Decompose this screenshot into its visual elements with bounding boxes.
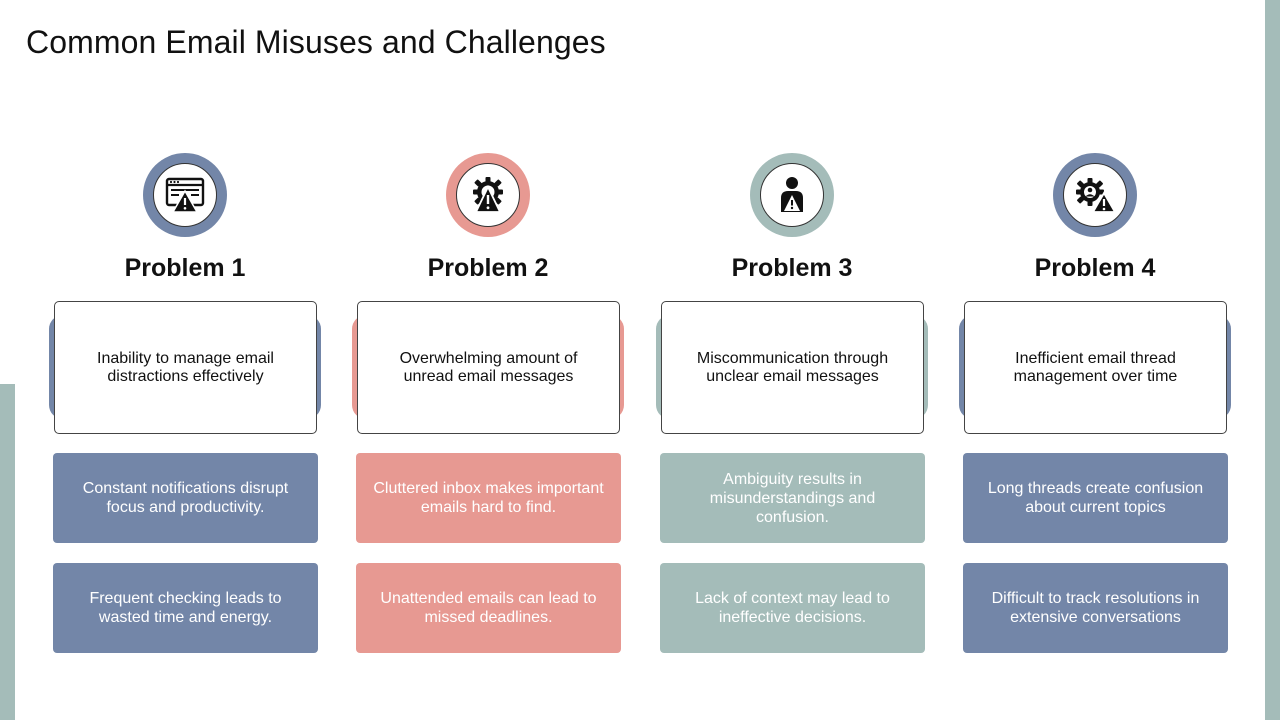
problem-title: Problem 2 xyxy=(427,254,549,282)
icon-ring xyxy=(750,153,834,237)
problem-point: Unattended emails can lead to missed dea… xyxy=(356,563,621,653)
problem-point: Difficult to track resolutions in extens… xyxy=(963,563,1228,653)
problem-title: Problem 4 xyxy=(1034,254,1156,282)
problem-column-3: Problem 3 Miscommunication through uncle… xyxy=(656,150,928,655)
left-accent-strip xyxy=(0,384,15,720)
problem-point: Constant notifications disrupt focus and… xyxy=(53,453,318,543)
problem-point: Frequent checking leads to wasted time a… xyxy=(53,563,318,653)
problem-description-card: Inability to manage email distractions e… xyxy=(49,301,321,434)
problem-description: Inefficient email thread management over… xyxy=(964,301,1227,434)
problem-point: Long threads create confusion about curr… xyxy=(963,453,1228,543)
person-warning-icon xyxy=(781,177,803,212)
problem-description-card: Overwhelming amount of unread email mess… xyxy=(352,301,624,434)
icon-ring xyxy=(143,153,227,237)
problem-column-1: Problem 1 Inability to manage email dist… xyxy=(49,150,321,655)
right-accent-strip xyxy=(1265,0,1280,720)
problem-title: Problem 1 xyxy=(124,254,246,282)
browser-warning-icon xyxy=(165,177,205,213)
problem-description: Overwhelming amount of unread email mess… xyxy=(357,301,620,434)
problem-description: Inability to manage email distractions e… xyxy=(54,301,317,434)
problem-description-card: Miscommunication through unclear email m… xyxy=(656,301,928,434)
problem-point: Cluttered inbox makes important emails h… xyxy=(356,453,621,543)
problem-description-card: Inefficient email thread management over… xyxy=(959,301,1231,434)
problem-title: Problem 3 xyxy=(731,254,853,282)
problem-column-4: Problem 4 Inefficient email thread manag… xyxy=(959,150,1231,655)
gear-person-warning-icon xyxy=(1076,178,1116,213)
problem-column-2: Problem 2 Overwhelming amount of unread … xyxy=(352,150,624,655)
problem-point: Ambiguity results in misunderstandings a… xyxy=(660,453,925,543)
icon-ring xyxy=(446,153,530,237)
problem-point: Lack of context may lead to ineffective … xyxy=(660,563,925,653)
problem-description: Miscommunication through unclear email m… xyxy=(661,301,924,434)
gear-warning-icon xyxy=(473,177,503,213)
slide-title: Common Email Misuses and Challenges xyxy=(26,24,606,60)
icon-ring xyxy=(1053,153,1137,237)
